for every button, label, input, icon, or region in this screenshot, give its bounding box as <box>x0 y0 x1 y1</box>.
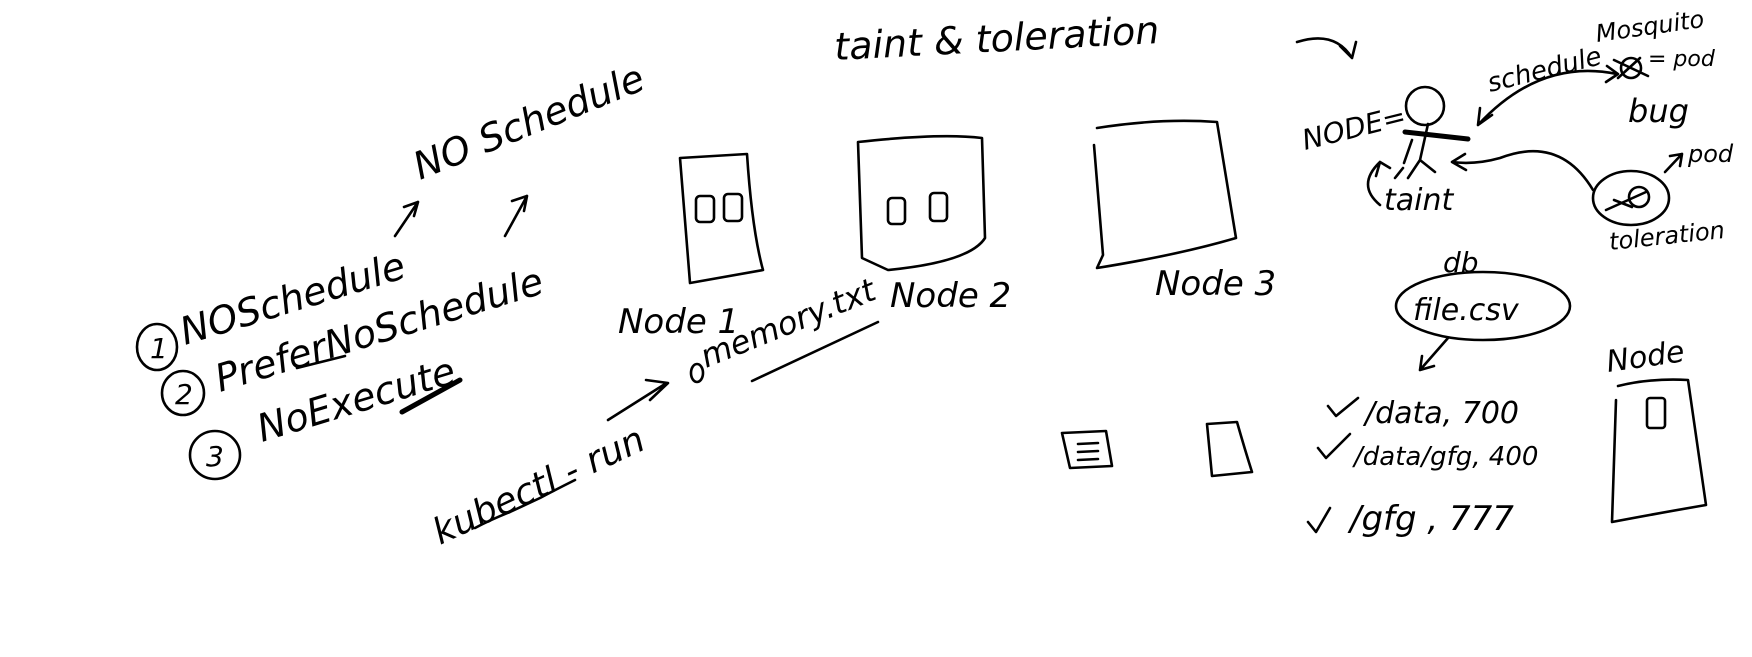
node-box <box>856 134 987 272</box>
node-label: Node 2 <box>890 276 1011 316</box>
entry-2: /data/gfg, 400 <box>1352 442 1538 472</box>
pod-tol-label: pod <box>1687 140 1734 168</box>
toleration-label: toleration <box>1608 216 1726 256</box>
check-icon <box>1326 396 1360 418</box>
prefer-underline <box>295 354 347 370</box>
file-icon <box>1060 429 1114 470</box>
title-text: taint & toleration <box>833 8 1160 69</box>
pod-icon <box>928 191 949 223</box>
node-box <box>1092 119 1238 270</box>
node-small-label: Node <box>1604 334 1686 380</box>
kubectl-command: kubectl - run <box>426 419 651 553</box>
file-csv-arrow <box>1418 336 1450 372</box>
file-icon <box>1205 420 1254 478</box>
schedule-arrow <box>1476 64 1620 127</box>
node-small-box <box>1610 378 1708 524</box>
mosquito-label: Mosquito <box>1594 5 1706 48</box>
node-3: Node 3 <box>1092 119 1276 304</box>
number-circle-3 <box>188 429 242 481</box>
redirect-arrow <box>606 378 670 422</box>
check-icon <box>1306 506 1332 534</box>
node-label: Node 3 <box>1155 264 1276 304</box>
pod-icon <box>694 194 716 224</box>
pod-icon <box>886 196 907 226</box>
node-equals-label: NODE= <box>1299 99 1410 157</box>
memory-underline <box>750 320 880 383</box>
noschedule-note: NO Schedule <box>407 56 651 189</box>
entry-1: /data, 700 <box>1362 396 1519 431</box>
title-curved-arrow <box>1295 37 1358 60</box>
check-icon <box>1316 432 1352 460</box>
file-csv-label: file.csv <box>1413 293 1520 328</box>
node-label: Node 1 <box>618 302 739 342</box>
person-icon <box>1393 85 1471 180</box>
pod-top-label: = pod <box>1648 47 1716 72</box>
taint-curl-arrow <box>1366 160 1392 207</box>
kubectl-squiggle <box>473 478 577 530</box>
node-2: Node 2 <box>856 134 1011 316</box>
noexecute-underline <box>399 377 463 415</box>
toleration-mosquito-icon <box>1604 185 1651 212</box>
mosquito-icon <box>1612 56 1650 80</box>
pod-icon <box>1645 396 1667 430</box>
pod-tol-arrow <box>1663 152 1684 174</box>
file-csv-ellipse <box>1394 270 1572 342</box>
bug-label: bug <box>1628 92 1689 130</box>
effect-arrow-1 <box>393 200 420 238</box>
toleration-circle <box>1591 169 1671 227</box>
bullet-dot <box>689 362 705 384</box>
number-circle-2 <box>160 369 206 417</box>
number-circle-1 <box>135 322 179 372</box>
node-box <box>678 152 765 285</box>
node-1: Node 1 <box>618 152 765 342</box>
taint-label: taint <box>1384 183 1454 218</box>
effect-arrow-2 <box>503 194 529 238</box>
entry-3: /gfg , 777 <box>1347 499 1514 539</box>
pod-icon <box>722 192 744 223</box>
number-3: 3 <box>206 440 224 473</box>
number-1: 1 <box>150 332 168 365</box>
number-2: 2 <box>175 378 193 411</box>
toleration-arrow <box>1450 149 1595 192</box>
